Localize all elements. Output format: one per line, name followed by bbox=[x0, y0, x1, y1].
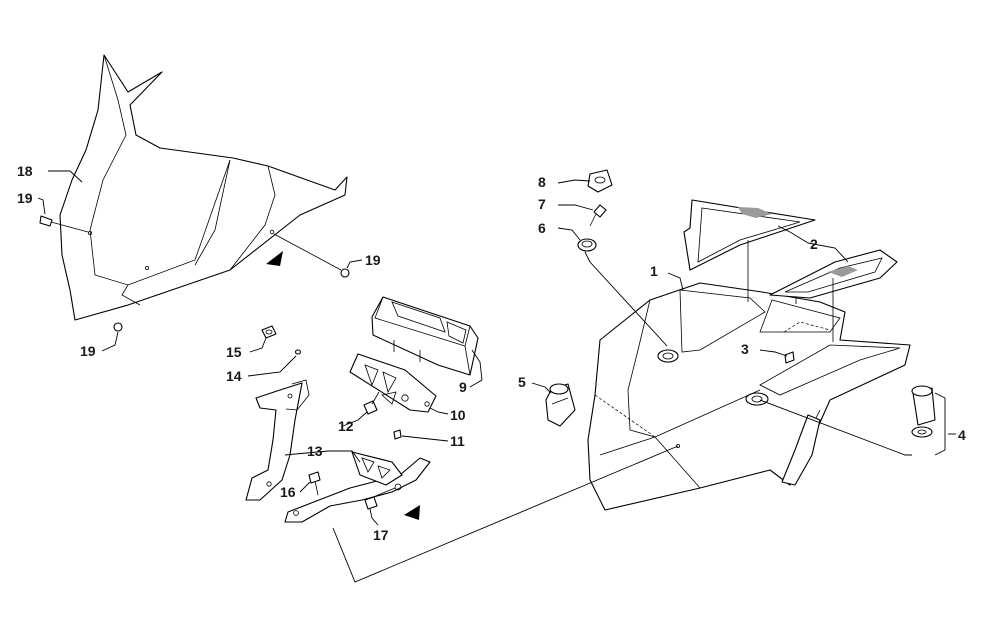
switch-part-5 bbox=[545, 383, 576, 427]
callout-16: 16 bbox=[280, 484, 296, 500]
callout-labels: 1 2 3 4 5 6 7 8 9 10 11 12 13 14 15 16 1… bbox=[17, 163, 966, 543]
direction-arrow-lower bbox=[404, 505, 420, 520]
callout-8: 8 bbox=[538, 174, 546, 190]
nut-part-17 bbox=[364, 487, 396, 510]
callout-1: 1 bbox=[650, 263, 658, 279]
screw-part-19-bottom bbox=[113, 322, 123, 332]
callout-12: 12 bbox=[338, 418, 354, 434]
direction-arrow-upper bbox=[266, 251, 283, 266]
callout-14: 14 bbox=[226, 368, 242, 384]
screw-part-19-left bbox=[39, 215, 89, 233]
window-part-2-lower bbox=[769, 249, 898, 304]
lower-trim-panel bbox=[781, 414, 821, 486]
callout-19-right: 19 bbox=[365, 252, 381, 268]
leader-lines bbox=[37, 170, 956, 583]
screw-part-12 bbox=[363, 391, 380, 415]
callout-7: 7 bbox=[538, 196, 546, 212]
outlet-part-4 bbox=[911, 385, 936, 438]
callout-3: 3 bbox=[741, 341, 749, 357]
callout-19-bottom: 19 bbox=[80, 343, 96, 359]
callout-4: 4 bbox=[958, 427, 966, 443]
screw-part-16 bbox=[308, 471, 321, 496]
callout-2: 2 bbox=[810, 236, 818, 252]
mount-bracket-part-13 bbox=[245, 379, 431, 523]
screw-part-3 bbox=[784, 351, 795, 364]
callout-18: 18 bbox=[17, 163, 33, 179]
callout-10: 10 bbox=[450, 407, 466, 423]
windshield-part-18 bbox=[59, 54, 348, 321]
callout-15: 15 bbox=[226, 344, 242, 360]
gauge-part-9 bbox=[371, 296, 479, 376]
clip-part-11 bbox=[393, 429, 402, 440]
washer-part-14 bbox=[294, 349, 302, 355]
key-part-7 bbox=[589, 204, 607, 227]
callout-19-left: 19 bbox=[17, 190, 33, 206]
callout-11: 11 bbox=[450, 433, 465, 449]
screw-part-19-right bbox=[273, 233, 350, 278]
callout-5: 5 bbox=[518, 374, 526, 390]
bracket-part-10 bbox=[349, 353, 437, 413]
callout-9: 9 bbox=[459, 379, 467, 395]
window-part-2-upper bbox=[683, 199, 816, 271]
callout-6: 6 bbox=[538, 220, 546, 236]
bezel-part-6 bbox=[577, 238, 597, 252]
hood-part-1 bbox=[587, 282, 911, 511]
key-cap-part-8 bbox=[587, 169, 613, 193]
callout-13: 13 bbox=[307, 443, 323, 459]
callout-17: 17 bbox=[373, 527, 389, 543]
nut-part-15 bbox=[261, 325, 277, 339]
